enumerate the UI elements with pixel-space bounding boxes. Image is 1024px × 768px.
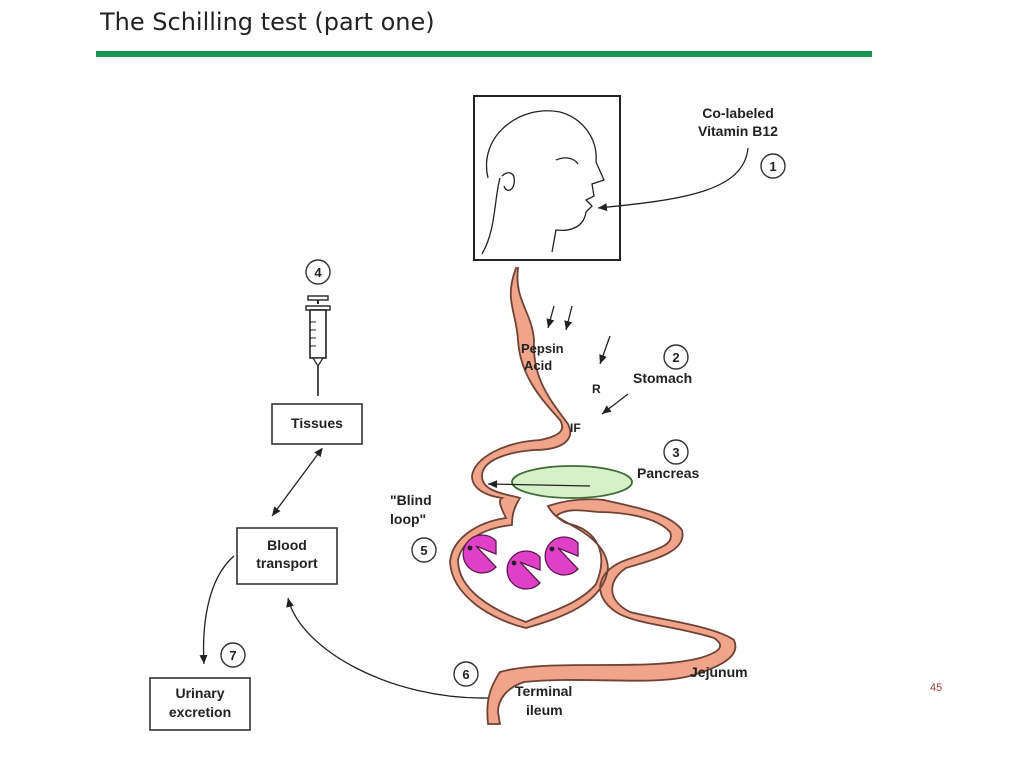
slide-title: The Schilling test (part one) (100, 8, 435, 36)
blood-transport-label-line1: Blood (267, 537, 307, 553)
blind-loop-label-line2: loop" (390, 511, 426, 527)
oral-dose-label-line1: Co-labeled (702, 105, 774, 121)
blood-transport-box (236, 527, 338, 585)
step-5-label: 5 (420, 543, 427, 558)
step-1-circle (760, 153, 786, 179)
eye-line (555, 157, 579, 165)
page-number: 45 (930, 682, 943, 694)
urinary-excretion-label-line1: Urinary (175, 685, 224, 701)
step-1-label: 1 (769, 159, 776, 174)
pepsin-label: Pepsin (521, 341, 564, 356)
head-outline (485, 110, 605, 253)
tissues-box (271, 403, 363, 445)
bacteria-group (462, 534, 579, 590)
step-7-circle (220, 642, 246, 668)
intrinsic-factor-label: IF (570, 421, 581, 435)
step-2-circle (663, 344, 689, 370)
ileum-blood-arrow (286, 597, 489, 699)
flow-arrows (199, 147, 749, 699)
step-4-label: 4 (314, 265, 322, 280)
title-underline (96, 51, 872, 57)
tissues-label: Tissues (291, 415, 343, 431)
blood-transport-label-line2: transport (256, 555, 318, 571)
urinary-excretion-box (149, 677, 251, 731)
pancreas-shape (511, 465, 633, 499)
stomach-label: Stomach (633, 370, 692, 386)
syringe-icon (305, 295, 331, 396)
head-frame (473, 95, 621, 261)
step-3-label: 3 (672, 445, 679, 460)
acid-label: Acid (524, 358, 552, 373)
oral-dose-label-line2: Vitamin B12 (698, 123, 778, 139)
blind-loop-label-line1: "Blind (390, 492, 432, 508)
step-markers: 1 2 3 4 5 6 7 (220, 153, 786, 687)
r-factor-label: R (592, 382, 601, 396)
tissues-blood-arrow (271, 447, 323, 517)
bacterium-2 (506, 550, 541, 590)
jejunum-label: Jejunum (690, 664, 748, 680)
step-4-circle (305, 259, 331, 285)
terminal-ileum-label-line2: ileum (526, 702, 563, 718)
ear-outline (501, 172, 515, 191)
patient-head-panel (473, 95, 621, 261)
pancreas-label: Pancreas (637, 465, 699, 481)
blood-urine-arrow (199, 555, 235, 665)
bacterium-3 (544, 536, 579, 576)
terminal-ileum-label-line1: Terminal (515, 683, 572, 699)
oral-dose-arrow (597, 147, 749, 212)
step-2-label: 2 (672, 350, 679, 365)
neck-outline (481, 177, 501, 255)
step-6-circle (453, 661, 479, 687)
step-7-label: 7 (229, 648, 236, 663)
secretion-arrows (487, 305, 629, 489)
urinary-excretion-label-line2: excretion (169, 704, 231, 720)
step-5-circle (411, 537, 437, 563)
step-3-circle (663, 439, 689, 465)
step-6-label: 6 (462, 667, 469, 682)
bacterium-1 (462, 534, 497, 574)
